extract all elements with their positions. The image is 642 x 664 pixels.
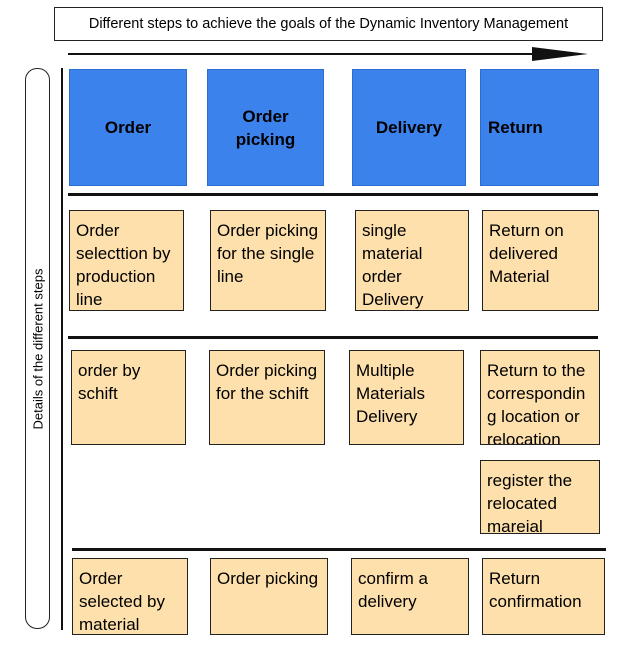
side-label-box: Details of the different steps [25,68,50,629]
step-card-return-row1: Return on delivered Material [482,210,599,311]
step-card-picking-row1: Order picking for the single line [210,210,326,311]
diagram-title: Different steps to achieve the goals of … [54,7,603,41]
step-card-order-row1: Order selecttion by production line [69,210,184,311]
column-header-order: Order [69,69,187,186]
step-card-delivery-row3: confirm a delivery [351,558,469,635]
step-card-order-row3: Order selected by material [72,558,188,635]
column-header-delivery: Delivery [352,69,466,186]
column-header-return: Return [480,69,599,186]
header-divider [68,193,598,196]
step-card-order-row2: order by schift [71,350,186,445]
step-card-picking-row3: Order picking [210,558,328,635]
process-direction-arrow [68,47,588,61]
column-header-order-picking: Order picking [207,69,324,186]
side-label: Details of the different steps [30,268,45,429]
step-card-return-row3: Return confirmation [482,558,605,635]
step-card-delivery-row1: single material order Delivery [355,210,469,311]
row-divider-1 [68,336,598,339]
row-divider-2 [72,548,606,551]
vertical-divider [61,68,63,630]
step-card-return-extra: register the relocated mareial [480,460,600,534]
step-card-delivery-row2: Multiple Materials Delivery [349,350,464,445]
step-card-picking-row2: Order picking for the schift [209,350,325,445]
step-card-return-row2: Return to the correspondin g location or… [480,350,600,445]
